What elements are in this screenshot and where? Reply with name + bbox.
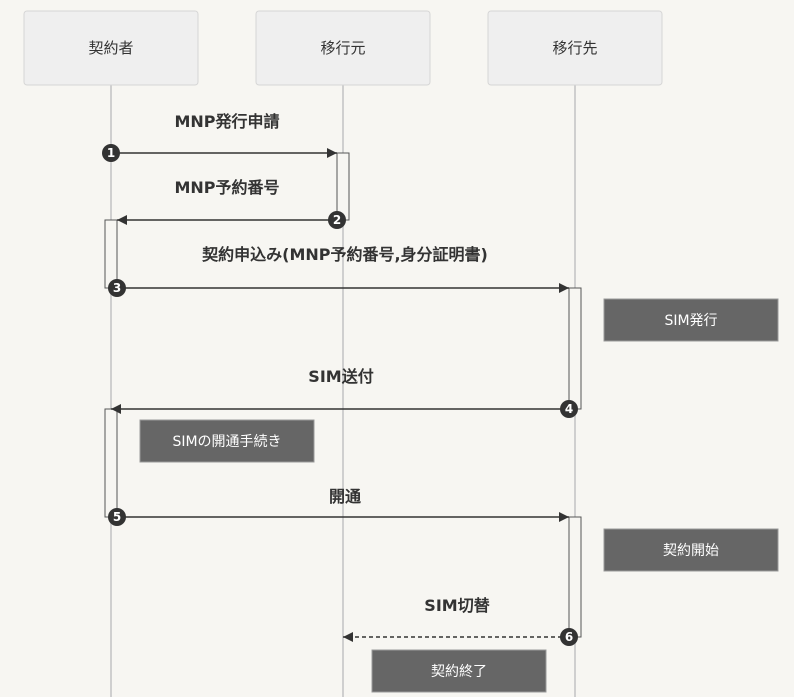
step-number-3: [108, 279, 126, 297]
activation-contractor-1: [104, 219, 118, 289]
activation-destination-1: [568, 287, 582, 410]
message-4: SIM送付 4: [111, 367, 578, 418]
arrowhead-right: [559, 512, 569, 522]
message-6: SIM切替 6: [343, 596, 578, 646]
message-label-6: SIM切替: [424, 596, 489, 615]
note-sim-activation: SIMの開通手続き: [139, 419, 315, 463]
step-number-3-text: 3: [113, 281, 121, 295]
step-number-5: [108, 508, 126, 526]
step-number-4: [560, 400, 578, 418]
activation-source-1: [336, 152, 350, 221]
step-number-1: [102, 144, 120, 162]
step-number-4-text: 4: [565, 402, 573, 416]
arrowhead-right: [559, 283, 569, 293]
message-label-5: 開通: [329, 487, 361, 506]
step-number-5-text: 5: [113, 510, 121, 524]
note-sim-issue: SIM発行: [603, 298, 779, 342]
arrowhead-right: [327, 148, 337, 158]
actor-destination: 移行先: [487, 10, 663, 86]
note-contract-start-text: 契約開始: [663, 543, 719, 559]
activation-contractor-2: [104, 408, 118, 518]
arrowhead-left: [111, 404, 121, 414]
message-5: 開通 5: [108, 487, 569, 526]
step-number-6-text: 6: [565, 630, 573, 644]
message-label-3: 契約申込み(MNP予約番号,身分証明書): [201, 245, 488, 264]
step-number-2: [328, 211, 346, 229]
step-number-6: [560, 628, 578, 646]
note-contract-end-text: 契約終了: [431, 664, 487, 680]
actor-contractor: 契約者: [23, 10, 199, 86]
note-contract-end: 契約終了: [371, 649, 547, 693]
actor-label-destination: 移行先: [552, 39, 597, 57]
actor-source: 移行元: [255, 10, 431, 86]
message-1: MNP発行申請 1: [102, 112, 337, 162]
actor-label-contractor: 契約者: [88, 39, 133, 57]
arrowhead-left: [117, 215, 127, 225]
message-label-1: MNP発行申請: [174, 112, 279, 131]
step-number-1-text: 1: [107, 146, 115, 160]
note-contract-start: 契約開始: [603, 528, 779, 572]
message-3: 契約申込み(MNP予約番号,身分証明書) 3: [108, 245, 569, 297]
note-sim-issue-text: SIM発行: [664, 313, 717, 329]
message-2: MNP予約番号 2: [117, 178, 346, 229]
activation-destination-2: [568, 516, 582, 638]
step-number-2-text: 2: [333, 213, 341, 227]
arrowhead-left: [343, 632, 353, 642]
actor-label-source: 移行元: [320, 39, 365, 57]
message-label-2: MNP予約番号: [174, 178, 279, 197]
message-label-4: SIM送付: [308, 367, 373, 386]
note-sim-activation-text: SIMの開通手続き: [172, 433, 281, 450]
